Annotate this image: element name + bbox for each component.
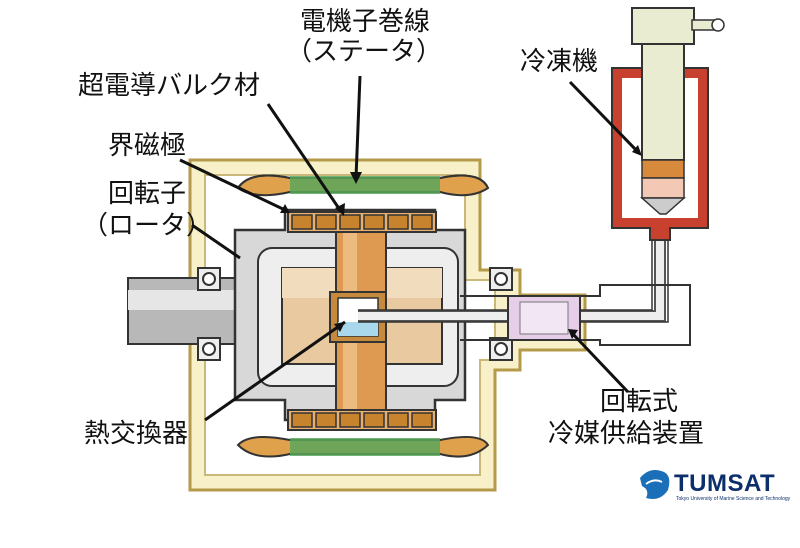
label-refrigerator: 冷凍機 (520, 47, 599, 77)
bearing-left-top (197, 267, 221, 291)
label-coolant-supply-sub: 冷媒供給装置 (548, 419, 705, 449)
label-stator: （ステータ） (286, 37, 443, 67)
bearing-right-bottom (489, 337, 513, 361)
logo-name: TUMSAT (674, 470, 776, 497)
leader-lines (179, 75, 640, 422)
tumsat-logo-icon (640, 470, 670, 499)
label-rotor: 回転子 (108, 179, 187, 209)
bulk-top (291, 214, 433, 230)
logo-subtitle: Tokyo University of Marine Science and T… (676, 496, 791, 502)
label-heat-exchanger: 熱交換器 (84, 419, 189, 449)
label-field-pole: 界磁極 (108, 131, 187, 161)
label-coolant-supply: 回転式 (600, 387, 679, 417)
label-stator-winding: 電機子巻線 (300, 7, 431, 37)
bearing-right-top (489, 267, 513, 291)
label-superconductor: 超電導バルク材 (78, 71, 261, 101)
label-rotor-sub: （ロータ） (82, 211, 213, 241)
bearing-left-bottom (197, 337, 221, 361)
shaft (127, 277, 249, 345)
bulk-bottom (291, 412, 433, 428)
